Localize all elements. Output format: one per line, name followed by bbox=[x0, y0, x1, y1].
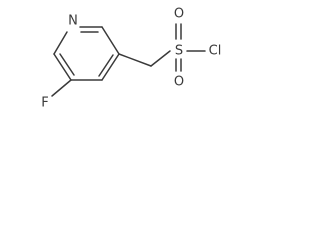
atom-label-chlorine: Cl bbox=[209, 44, 222, 59]
ring-bond-c5-c6 bbox=[53, 53, 72, 81]
atom-label-oxygen-upper: O bbox=[174, 7, 184, 22]
atom-label-oxygen-lower: O bbox=[174, 75, 184, 90]
bond-c5-fluorine bbox=[51, 79, 72, 97]
atom-label-nitrogen: N bbox=[68, 14, 78, 29]
ring-bond-c2-c3 bbox=[101, 26, 120, 55]
atom-label-sulfur: S bbox=[175, 44, 183, 59]
ring-bond-c3-c4-inner bbox=[98, 54, 114, 77]
bond-c3-methylene bbox=[118, 53, 152, 67]
bond-methylene-sulfur bbox=[150, 50, 171, 67]
atom-label-fluorine: F bbox=[41, 96, 48, 111]
ring-bond-c6-n1 bbox=[53, 31, 68, 55]
ring-bond-c3-c4 bbox=[101, 53, 120, 81]
structure-diagram: N F S O O Cl bbox=[41, 7, 222, 111]
ring-bond-c5-c6-inner bbox=[59, 53, 75, 76]
